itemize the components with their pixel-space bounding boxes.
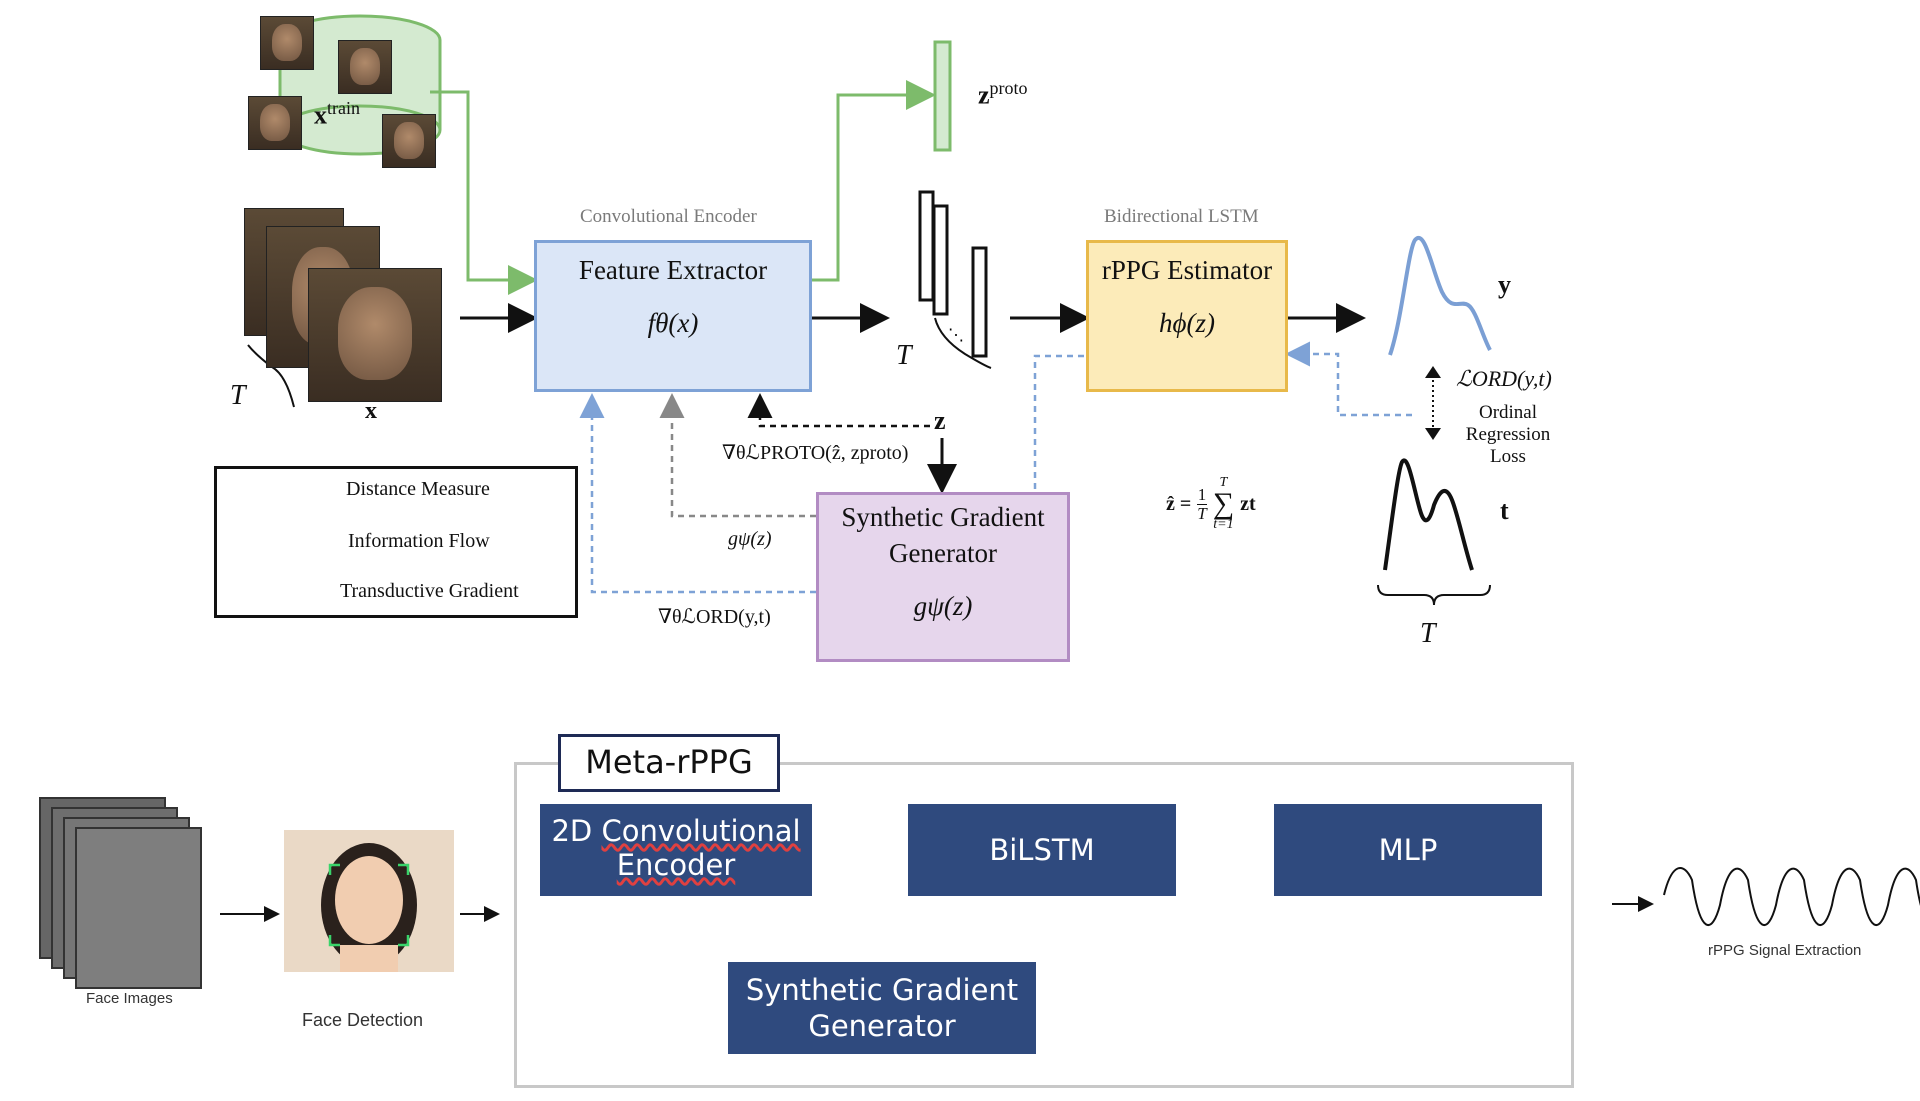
y-label: y xyxy=(1498,270,1511,299)
legend-information-flow: Information Flow xyxy=(348,530,490,552)
conv-encoder-line2: Encoder xyxy=(616,848,736,882)
rppg-signal-label: rPPG Signal Extraction xyxy=(1708,942,1862,959)
T-label-z: T xyxy=(896,340,912,371)
train-face-2 xyxy=(338,40,392,94)
face-image-stack xyxy=(39,797,202,989)
sgg-fn: gψ(z) xyxy=(913,591,973,621)
rppg-estimator-box: rPPG Estimator hϕ(z) xyxy=(1086,240,1288,392)
grad-proto-label: ∇θℒPROTO(ẑ, zproto) xyxy=(722,442,909,464)
sgg-block-line1: Synthetic Gradient xyxy=(745,973,1019,1007)
face-images-label: Face Images xyxy=(86,990,173,1007)
encoder-to-zproto-arrow xyxy=(810,80,936,282)
t-brace xyxy=(1377,584,1491,606)
train-face-3 xyxy=(248,96,302,150)
zhat-formula: ẑ = 1 T T ∑ t=1 zt xyxy=(1166,475,1256,532)
meta-rppg-title-box: Meta-rPPG xyxy=(558,734,780,792)
conv-encoder-block: 2D Convolutional Encoder xyxy=(540,804,812,896)
x-train-label: xtrain xyxy=(314,98,360,130)
sgg-title: Synthetic Gradient Generator xyxy=(841,502,1045,568)
feature-extractor-box: Feature Extractor fθ(x) xyxy=(534,240,812,392)
svg-text:⋱: ⋱ xyxy=(948,327,964,344)
rppg-estimator-title: rPPG Estimator xyxy=(1101,255,1273,285)
train-face-4 xyxy=(382,114,436,168)
T-label-input: T xyxy=(230,380,246,411)
z-proto-label: zproto xyxy=(978,78,1028,110)
loss-ord-label: ℒORD(y,t) xyxy=(1456,366,1552,391)
t-label: t xyxy=(1500,496,1509,525)
conv-encoder-line1: 2D Convolutional xyxy=(551,814,801,848)
legend-box xyxy=(214,466,578,618)
ord-gradient-to-encoder xyxy=(579,393,816,594)
sgg-block: Synthetic Gradient Generator xyxy=(728,962,1036,1054)
bilstm-block: BiLSTM xyxy=(908,804,1176,896)
z-label: z xyxy=(934,406,946,435)
ordinal-loss-caption: Ordinal Regression Loss xyxy=(1465,402,1551,467)
feature-extractor-fn: fθ(x) xyxy=(647,308,699,338)
sgg-block-line2: Generator xyxy=(808,1009,956,1043)
grad-ord-label: ∇θℒORD(y,t) xyxy=(658,606,771,628)
meta-rppg-title: Meta-rPPG xyxy=(585,743,753,781)
g-psi-label: gψ(z) xyxy=(728,528,772,550)
rppg-to-sgg-dashed xyxy=(1033,354,1084,492)
rppg-estimator-fn: hϕ(z) xyxy=(1159,308,1215,338)
mlp-block: MLP xyxy=(1274,804,1542,896)
bilstm-caption: Bidirectional LSTM xyxy=(1104,206,1259,227)
conv-encoder-caption: Convolutional Encoder xyxy=(580,206,757,227)
legend-transductive-gradient: Transductive Gradient xyxy=(340,580,519,602)
y-signal-curve xyxy=(1388,235,1492,356)
xtrain-to-encoder-arrow xyxy=(430,90,538,295)
z-feature-stack: ⋱ xyxy=(918,190,992,369)
rppg-output-signal xyxy=(1663,866,1920,927)
sgg-to-encoder-gradient xyxy=(659,393,816,518)
train-face-1 xyxy=(260,16,314,70)
feature-extractor-title: Feature Extractor xyxy=(578,255,768,285)
zproto-bar xyxy=(933,40,952,152)
T-label-t: T xyxy=(1420,618,1436,649)
t-signal-curve xyxy=(1383,458,1474,571)
face-detection-photo xyxy=(284,830,454,972)
legend-distance-measure: Distance Measure xyxy=(346,478,490,500)
face-detection-label: Face Detection xyxy=(302,1010,424,1030)
x-label: x xyxy=(365,398,377,424)
loss-to-rppg-gradient xyxy=(1285,341,1412,417)
synthetic-gradient-generator-box: Synthetic Gradient Generator gψ(z) xyxy=(816,492,1070,662)
input-face-3 xyxy=(308,268,442,402)
proto-gradient-arrow xyxy=(747,393,930,428)
